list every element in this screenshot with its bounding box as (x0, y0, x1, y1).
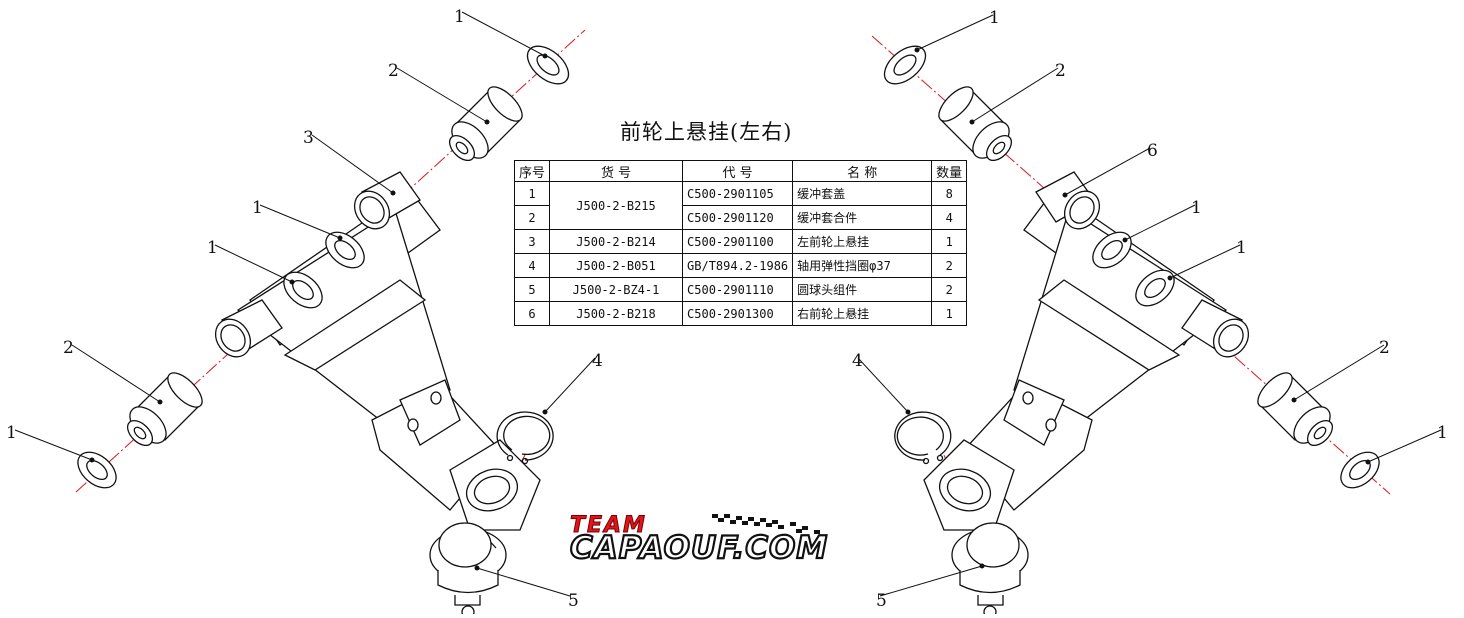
row-no: 6 (513, 301, 551, 326)
circlip-left (496, 411, 554, 465)
row-name: 缓冲套合件 (792, 205, 933, 230)
row-qty: 1 (931, 229, 968, 254)
row-no: 5 (513, 277, 551, 302)
row-no: 4 (513, 253, 551, 278)
row-qty: 1 (931, 301, 968, 326)
callout-5: 5 (568, 591, 579, 611)
row-part: J500-2-BZ4-1 (549, 277, 684, 302)
parts-table: 序号 货 号 代 号 名 称 数量 1 J500-2-B215 C500-290… (513, 160, 968, 326)
watermark-site: CAPAOUF.COM (569, 529, 829, 567)
row-name: 左前轮上悬挂 (792, 229, 933, 254)
row-code: C500-2901120 (682, 205, 794, 230)
row-name: 圆球头组件 (792, 277, 933, 302)
table-row: 4 J500-2-B051 GB/T894.2-1986 轴用弹性挡圈φ37 2 (513, 253, 968, 278)
header-part: 货 号 (549, 160, 684, 182)
callout-2: 2 (1055, 61, 1066, 81)
table-row: 2 C500-2901120 缓冲套合件 4 (513, 205, 968, 230)
washer-left-bottom (77, 451, 117, 489)
row-name: 右前轮上悬挂 (792, 301, 933, 326)
row-part: J500-2-B214 (549, 229, 684, 254)
callout-1: 1 (207, 238, 218, 258)
row-no: 1 (513, 181, 551, 206)
callout-3: 3 (303, 128, 314, 148)
diagram-title: 前轮上悬挂(左右) (620, 120, 793, 144)
header-code: 代 号 (682, 160, 794, 182)
right-control-arm (923, 171, 1250, 531)
row-name: 轴用弹性挡圈φ37 (792, 253, 933, 278)
row-name: 缓冲套盖 (792, 181, 933, 206)
callout-2: 2 (388, 61, 399, 81)
row-part: J500-2-B051 (549, 253, 684, 278)
callout-5: 5 (876, 591, 887, 611)
callout-6: 6 (1147, 141, 1158, 161)
row-code: C500-2901300 (682, 301, 794, 326)
row-part: J500-2-B218 (549, 301, 684, 326)
washer-left-mid1 (325, 231, 365, 269)
row-no: 2 (513, 205, 551, 230)
circlip-right (894, 411, 952, 465)
washer-left-top (526, 45, 570, 85)
watermark-team: TEAM (570, 513, 647, 539)
row-part: J500-2-B215 (549, 181, 684, 230)
row-code: C500-2901105 (682, 181, 794, 206)
header-qty: 数量 (931, 160, 968, 182)
table-row: 5 J500-2-BZ4-1 C500-2901110 圆球头组件 2 (513, 277, 968, 302)
table-row: 6 J500-2-B218 C500-2901300 右前轮上悬挂 1 (513, 301, 968, 326)
callout-1: 1 (1437, 423, 1448, 443)
callout-4: 4 (592, 351, 603, 371)
washer-right-top (883, 45, 927, 85)
header-no: 序号 (513, 160, 551, 182)
checkered-flag-icon (712, 514, 820, 534)
ball-joint-left (429, 522, 507, 618)
bushing-left-bottom (126, 372, 203, 447)
washer-right-mid1 (1092, 231, 1132, 269)
callout-2: 2 (63, 338, 74, 358)
parts-table-header: 序号 货 号 代 号 名 称 数量 (513, 160, 968, 182)
callout-1: 1 (252, 198, 263, 218)
row-qty: 2 (931, 277, 968, 302)
row-no: 3 (513, 229, 551, 254)
row-qty: 2 (931, 253, 968, 278)
table-row: 3 J500-2-B214 C500-2901100 左前轮上悬挂 1 (513, 229, 968, 254)
ball-joint-right (951, 522, 1029, 618)
callout-1: 1 (989, 8, 1000, 28)
callout-1: 1 (1191, 198, 1202, 218)
row-code: GB/T894.2-1986 (682, 253, 794, 278)
callout-2: 2 (1379, 338, 1390, 358)
row-code: C500-2901110 (682, 277, 794, 302)
row-qty: 4 (931, 205, 968, 230)
bushing-right-top (938, 86, 1013, 162)
callout-numbers: 1 2 3 1 1 2 1 4 5 1 2 6 1 1 2 1 4 5 (6, 7, 1448, 611)
ball-joints (429, 522, 1029, 618)
callout-1: 1 (6, 423, 17, 443)
washer-right-bottom (1340, 451, 1380, 489)
callout-1: 1 (1236, 238, 1247, 258)
header-name: 名 称 (792, 160, 933, 182)
row-qty: 8 (931, 181, 968, 206)
washer-right-mid2 (1135, 269, 1175, 307)
bushing-right-bottom (1257, 372, 1334, 447)
row-code: C500-2901100 (682, 229, 794, 254)
circlips (496, 411, 952, 465)
table-row: 1 J500-2-B215 C500-2901105 缓冲套盖 8 (513, 181, 968, 230)
leader-lines (14, 11, 1442, 597)
callout-1: 1 (454, 7, 465, 27)
callout-4: 4 (852, 351, 863, 371)
left-control-arm (214, 171, 541, 531)
